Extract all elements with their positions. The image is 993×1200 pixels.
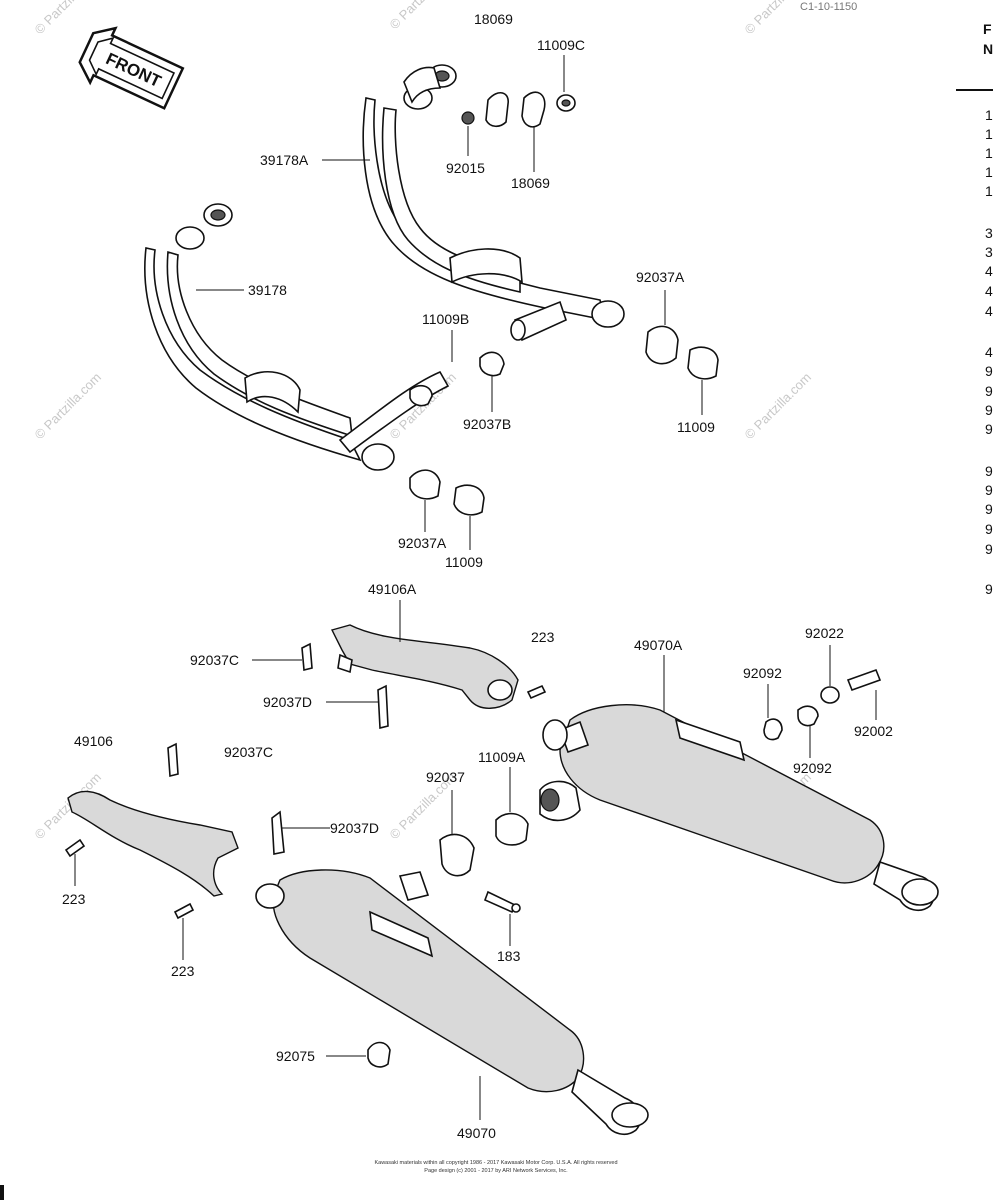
side-header-2: N [983,41,993,57]
label-92037B: 92037B [463,416,511,432]
side-index-item: 9 [985,581,993,597]
side-index-item: 9 [985,482,993,498]
label-223-bottom: 223 [171,963,195,979]
label-49070: 49070 [457,1125,496,1141]
label-92037: 92037 [426,769,465,785]
footer-page-design: Page design (c) 2001 - 2017 by ARI Netwo… [424,1168,568,1174]
label-92022: 92022 [805,625,844,641]
heat-shield-49106A [330,624,519,709]
side-index-item: 4 [985,263,993,279]
label-39178: 39178 [248,282,287,298]
label-92092-b: 92092 [793,760,832,776]
label-223-left: 223 [62,891,86,907]
footer: Kawasaki materials within all copyright … [374,1160,617,1174]
label-183: 183 [497,948,521,964]
side-index-item: 1 [985,183,993,199]
side-index-item: 1 [985,164,993,180]
muffler-49070A [539,704,939,912]
watermark-6: © Partzilla.com [742,370,815,443]
side-index-item: 1 [985,145,993,161]
side-index-item: 9 [985,463,993,479]
heat-shield-49106 [67,790,239,897]
label-11009-right: 11009 [677,419,715,435]
diagram-code: C1-10-1150 [800,1,857,13]
header-pipe-39178 [144,203,450,471]
label-11009A: 11009A [478,749,526,765]
small-parts-lower [64,642,882,1068]
side-index-item: 9 [985,383,993,399]
label-11009B: 11009B [422,311,469,327]
label-49106: 49106 [74,733,113,749]
side-index: F N 1 1 1 1 1 3 3 4 4 4 4 9 9 9 9 9 9 9 … [956,21,993,597]
side-index-item: 9 [985,521,993,537]
footer-copyright: Kawasaki materials within all copyright … [374,1160,617,1166]
side-index-item: 4 [985,344,993,360]
label-92037A-left: 92037A [398,535,447,551]
label-49106A: 49106A [368,581,417,597]
side-index-item: 9 [985,421,993,437]
label-92015: 92015 [446,160,485,176]
label-92037D-a: 92037D [263,694,312,710]
side-index-item: 4 [985,303,993,319]
side-index-item: 9 [985,402,993,418]
label-92037C-b: 92037C [224,744,273,760]
label-39178A: 39178A [260,152,309,168]
left-edge-mark [0,1185,4,1200]
header-pipe-39178A [362,64,625,342]
label-223-mid: 223 [531,629,555,645]
side-header-1: F [983,21,992,37]
label-11009-left: 11009 [445,554,483,570]
front-arrow: FRONT [78,26,185,110]
side-index-item: 1 [985,126,993,142]
label-92037A-right: 92037A [636,269,685,285]
side-index-item: 3 [985,244,993,260]
label-11009C: 11009C [537,37,585,53]
side-index-item: 9 [985,541,993,557]
watermark-2: © Partzilla.com [387,0,460,32]
label-92037C-a: 92037C [190,652,239,668]
side-index-item: 1 [985,107,993,123]
watermark-1: © Partzilla.com [32,0,105,37]
muffler-49070 [255,869,649,1136]
leader-lines [74,55,877,1120]
clamps-gaskets-mid [409,325,719,516]
watermark-4: © Partzilla.com [32,370,105,443]
label-18069-top: 18069 [474,11,513,27]
label-92075: 92075 [276,1048,315,1064]
label-49070A: 49070A [634,637,683,653]
side-index-item: 9 [985,363,993,379]
side-index-item: 9 [985,501,993,517]
label-18069-mid: 18069 [511,175,550,191]
side-index-item: 4 [985,283,993,299]
label-92092-a: 92092 [743,665,782,681]
side-index-item: 3 [985,225,993,241]
part-labels: 18069 11009C 39178A 92015 18069 39178 92… [62,11,893,1141]
label-92002: 92002 [854,723,893,739]
label-92037D-b: 92037D [330,820,379,836]
small-parts-top [461,91,576,128]
